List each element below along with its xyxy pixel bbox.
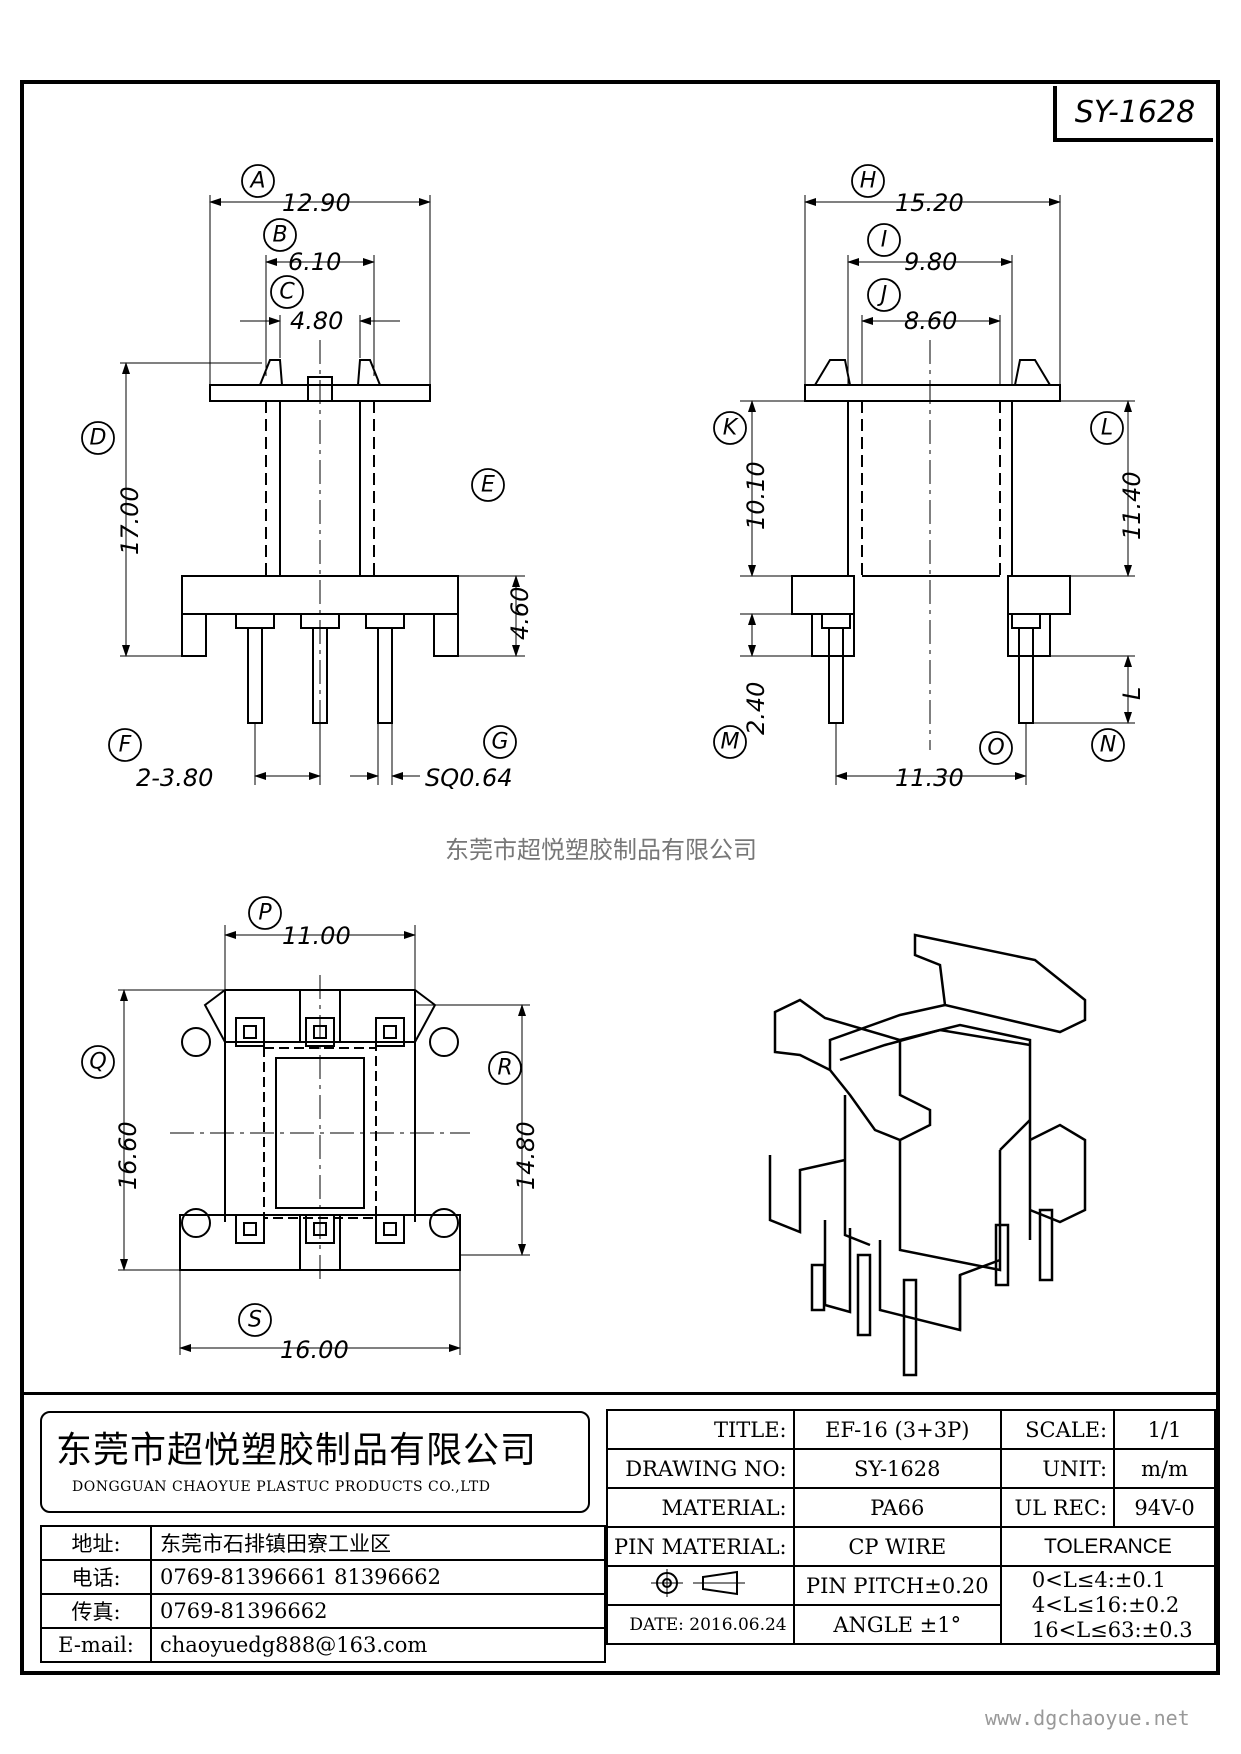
- bubble-g: G: [491, 730, 508, 755]
- email-value: chaoyuedg888@163.com: [150, 1627, 606, 1663]
- title-value: EF-16 (3+3P): [792, 1409, 1002, 1450]
- date-label: DATE:: [629, 1614, 684, 1635]
- ul-value: 94V-0: [1113, 1487, 1216, 1528]
- email-label: E-mail:: [40, 1627, 152, 1663]
- technical-drawing: 12.90 6.10 4.80 17.00 4.60 2-3.80 SQ0.64…: [81, 164, 1146, 1377]
- fax-label: 传真:: [40, 1593, 152, 1629]
- drawing-sheet-border: [20, 80, 1220, 1675]
- bubble-s: S: [248, 1308, 262, 1333]
- title-block: 东莞市超悦塑胶制品有限公司 DONGGUAN CHAOYUE PLASTUC P…: [24, 1392, 1217, 1670]
- date-value: 2016.06.24: [689, 1614, 787, 1635]
- part-number-box: SY-1628: [1053, 86, 1213, 142]
- bubble-o: O: [987, 736, 1004, 761]
- footer: www.dgchaoyue.net: [985, 1706, 1190, 1730]
- bubble-f: F: [119, 733, 132, 758]
- bottom-view: [118, 925, 530, 1355]
- dim-d-value: 17.00: [116, 486, 144, 555]
- bubble-l: L: [1101, 416, 1113, 441]
- drawing-no-label: DRAWING NO:: [606, 1448, 795, 1489]
- title-label: TITLE:: [606, 1409, 795, 1450]
- dim-a-value: 12.90: [282, 189, 351, 217]
- website-url: www.dgchaoyue.net: [985, 1706, 1190, 1730]
- bubble-c: C: [279, 280, 295, 305]
- company-watermark: 东莞市超悦塑胶制品有限公司: [445, 836, 757, 864]
- pin-material-label: PIN MATERIAL:: [606, 1526, 795, 1567]
- bubble-m: M: [721, 730, 740, 755]
- dim-b-value: 6.10: [288, 248, 341, 276]
- unit-value: m/m: [1113, 1448, 1216, 1489]
- scale-value: 1/1: [1113, 1409, 1216, 1450]
- tolerance-line: 0<L≤4:±0.1: [1031, 1567, 1166, 1592]
- pin-pitch-value: PIN PITCH±0.20: [792, 1565, 1002, 1606]
- dim-g-value: SQ0.64: [425, 764, 513, 792]
- bubble-a: A: [248, 169, 265, 194]
- dim-f-value: 2-3.80: [136, 764, 213, 792]
- bubble-i: I: [881, 228, 888, 253]
- dim-k-value: 10.10: [742, 461, 770, 530]
- projection-symbol-icon: [606, 1565, 795, 1606]
- address-value: 东莞市石排镇田寮工业区: [150, 1525, 606, 1561]
- bubble-b: B: [272, 223, 287, 248]
- dim-r-value: 14.80: [512, 1121, 540, 1190]
- front-view: [120, 195, 525, 785]
- bubble-r: R: [497, 1056, 512, 1081]
- contact-table: 地址: 东莞市石排镇田寮工业区 电话: 0769-81396661 813966…: [40, 1525, 606, 1663]
- unit-label: UNIT:: [999, 1448, 1116, 1489]
- dim-q-value: 16.60: [114, 1121, 142, 1190]
- tolerance-list: 0<L≤4:±0.1 4<L≤16:±0.2 16<L≤63:±0.3: [999, 1565, 1217, 1645]
- date-cell: DATE: 2016.06.24: [606, 1604, 795, 1645]
- tolerance-label: TOLERANCE: [999, 1526, 1217, 1567]
- company-box: 东莞市超悦塑胶制品有限公司 DONGGUAN CHAOYUE PLASTUC P…: [40, 1411, 590, 1513]
- phone-label: 电话:: [40, 1559, 152, 1595]
- dim-h-value: 15.20: [895, 189, 964, 217]
- dim-m-value: 2.40: [742, 682, 770, 735]
- fax-value: 0769-81396662: [150, 1593, 606, 1629]
- company-name-cn: 东莞市超悦塑胶制品有限公司: [56, 1430, 538, 1471]
- dim-e-value: 4.60: [506, 587, 534, 640]
- contact-row: E-mail: chaoyuedg888@163.com: [40, 1627, 606, 1663]
- dim-l-value: 11.40: [1118, 471, 1146, 540]
- bubble-n: N: [1100, 733, 1116, 758]
- material-value: PA66: [792, 1487, 1002, 1528]
- bubble-j: J: [877, 283, 888, 308]
- bubble-e: E: [481, 473, 495, 498]
- contact-row: 地址: 东莞市石排镇田寮工业区: [40, 1525, 606, 1561]
- bubble-p: P: [258, 901, 272, 926]
- dim-s-value: 16.00: [280, 1336, 349, 1364]
- scale-label: SCALE:: [999, 1409, 1116, 1450]
- address-label: 地址:: [40, 1525, 152, 1561]
- bubble-d: D: [90, 426, 107, 451]
- contact-row: 传真: 0769-81396662: [40, 1593, 606, 1629]
- pin-material-value: CP WIRE: [792, 1526, 1002, 1567]
- drawing-no-value: SY-1628: [792, 1448, 1002, 1489]
- tolerance-line: 16<L≤63:±0.3: [1031, 1617, 1193, 1642]
- company-name-en: DONGGUAN CHAOYUE PLASTUC PRODUCTS CO.,LT…: [72, 1479, 491, 1495]
- bubble-k: K: [723, 416, 739, 441]
- angle-value: ANGLE ±1°: [792, 1604, 1002, 1645]
- material-label: MATERIAL:: [606, 1487, 795, 1528]
- isometric-view: [768, 933, 1087, 1377]
- tolerance-line: 4<L≤16:±0.2: [1031, 1592, 1180, 1617]
- dim-c-value: 4.80: [290, 307, 343, 335]
- dim-i-value: 9.80: [904, 248, 957, 276]
- dim-j-value: 8.60: [904, 307, 957, 335]
- side-view: [740, 195, 1135, 785]
- dim-n-value: L: [1118, 687, 1146, 700]
- dim-p-value: 11.00: [282, 922, 351, 950]
- dimension-bubbles: [81, 164, 1125, 1337]
- spec-table: TITLE: EF-16 (3+3P) SCALE: 1/1 DRAWING N…: [606, 1409, 1217, 1645]
- phone-value: 0769-81396661 81396662: [150, 1559, 606, 1595]
- ul-label: UL REC:: [999, 1487, 1116, 1528]
- bubble-h: H: [860, 169, 877, 194]
- contact-row: 电话: 0769-81396661 81396662: [40, 1559, 606, 1595]
- dim-o-value: 11.30: [895, 764, 964, 792]
- bubble-q: Q: [89, 1050, 106, 1075]
- part-number: SY-1628: [1074, 94, 1196, 130]
